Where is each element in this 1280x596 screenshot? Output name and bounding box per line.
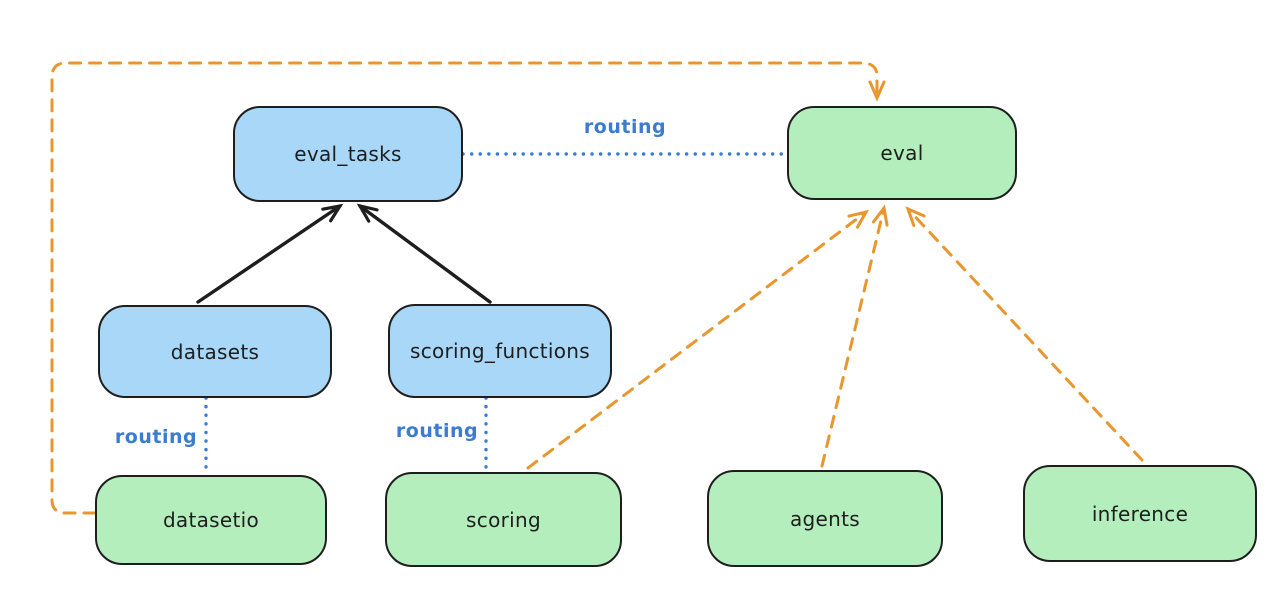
node-eval-tasks-label: eval_tasks [294, 142, 402, 166]
node-scoring: scoring [385, 472, 622, 567]
routing-label-scoring-functions-scoring: routing [395, 420, 479, 442]
node-inference: inference [1023, 465, 1257, 562]
edge-datasets-to-eval-tasks [196, 203, 344, 304]
node-scoring-label: scoring [466, 507, 541, 532]
node-eval-label: eval [880, 141, 924, 165]
node-datasets-label: datasets [170, 339, 260, 364]
node-datasetio: datasetio [95, 475, 327, 565]
edge-agents-to-eval [820, 204, 889, 468]
edge-datasetio-to-eval-loop [50, 61, 886, 515]
node-eval-tasks: eval_tasks [233, 106, 463, 202]
routing-label-eval-tasks-eval: routing [583, 116, 667, 138]
node-datasetio-label: datasetio [162, 508, 260, 532]
node-eval: eval [787, 106, 1017, 200]
edge-scoring-functions-to-eval-tasks [356, 203, 492, 304]
node-agents: agents [707, 470, 943, 567]
edge-scoring-to-eval [526, 209, 869, 470]
node-inference-label: inference [1091, 501, 1189, 526]
node-datasets: datasets [98, 305, 332, 398]
edge-inference-to-eval [905, 206, 1144, 462]
node-scoring-functions: scoring_functions [388, 304, 612, 398]
routing-label-datasets-datasetio: routing [114, 426, 198, 448]
node-agents-label: agents [790, 506, 860, 531]
node-scoring-functions-label: scoring_functions [409, 339, 591, 363]
